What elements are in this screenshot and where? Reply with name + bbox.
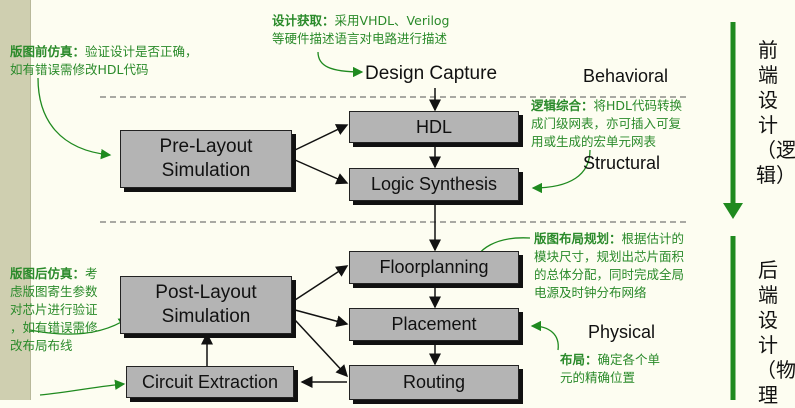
- front-end-design-label: 前端设计（逻辑）: [756, 38, 795, 187]
- design-capture-label: Design Capture: [365, 63, 498, 84]
- post-sim-note-line5: 改布局布线: [10, 338, 73, 353]
- post-sim-note-line2: 虑版图寄生参数: [10, 284, 98, 299]
- floorplan-note-line2: 模块尺寸，规划出芯片面积: [534, 249, 685, 264]
- synthesis-note-line3: 用或生成的宏单元网表: [531, 134, 657, 149]
- design-capture-note-line1: 采用VHDL、Verilog: [334, 13, 450, 28]
- post-sim-note-line4: ，如有错误需修: [10, 320, 98, 335]
- placement-note-line2: 元的精确位置: [560, 370, 636, 385]
- placement-label: Placement: [391, 314, 477, 334]
- pre-sim-note-line1: 验证设计是否正确，: [85, 44, 198, 59]
- floorplan-note-line4: 电源及时钟分布网络: [534, 285, 647, 300]
- post-sim-note-title: 版图后仿真：: [10, 266, 86, 281]
- synthesis-note-line2: 成门级网表，亦可插入可复: [531, 116, 682, 131]
- hdl-box: HDL: [349, 111, 519, 143]
- placement-note-title: 布局：: [560, 352, 598, 367]
- synthesis-note-title: 逻辑综合：: [531, 98, 594, 113]
- floorplan-note: 版图布局规划：根据估计的 模块尺寸，规划出芯片面积 的总体分配，同时完成全局 电…: [534, 230, 684, 302]
- hdl-label: HDL: [415, 116, 452, 137]
- floorplan-note-title: 版图布局规划：: [534, 231, 622, 246]
- logic-synthesis-label: Logic Synthesis: [370, 174, 498, 194]
- placement-note-line1: 确定各个单: [597, 352, 661, 367]
- circuit-extraction-box: Circuit Extraction: [126, 366, 294, 398]
- pre-sim-note: 版图前仿真：验证设计是否正确， 如有错误需修改HDL代码: [10, 43, 198, 79]
- post-layout-simulation-box: Post-Layout Simulation: [120, 276, 292, 334]
- placement-note: 布局：确定各个单 元的精确位置: [560, 351, 660, 387]
- behavioral-label: Behavioral: [583, 66, 669, 86]
- back-end-design-label: 后端设计（物理: [756, 258, 795, 407]
- logic-synthesis-box: Logic Synthesis: [349, 168, 519, 201]
- synthesis-note-line1: 将HDL代码转换: [593, 98, 683, 113]
- physical-label: Physical: [588, 322, 656, 342]
- left-margin-bar: [0, 0, 31, 400]
- post-sim-note: 版图后仿真：考 虑版图寄生参数 对芯片进行验证 ，如有错误需修 改布局布线: [10, 265, 98, 355]
- pre-layout-simulation-box: Pre-Layout Simulation: [120, 130, 292, 188]
- pre-sim-note-line2: 如有错误需修改HDL代码: [10, 62, 149, 77]
- post-layout-simulation-label: Post-Layout Simulation: [155, 282, 257, 327]
- floorplan-note-line3: 的总体分配，同时完成全局: [534, 267, 685, 282]
- placement-box: Placement: [349, 308, 519, 341]
- routing-label: Routing: [402, 372, 466, 392]
- floorplanning-label: Floorplanning: [379, 257, 489, 277]
- routing-box: Routing: [349, 365, 519, 400]
- pre-sim-note-title: 版图前仿真：: [10, 44, 86, 59]
- design-capture-note-line2: 等硬件描述语言对电路进行描述: [272, 31, 448, 46]
- floorplan-note-line1: 根据估计的: [621, 231, 685, 246]
- design-capture-note-title: 设计获取：: [272, 13, 335, 28]
- post-sim-note-line1: 考: [85, 266, 98, 281]
- synthesis-note: 逻辑综合：将HDL代码转换 成门级网表，亦可插入可复 用或生成的宏单元网表: [531, 97, 682, 151]
- structural-label: Structural: [583, 153, 661, 173]
- circuit-extraction-label: Circuit Extraction: [141, 371, 279, 392]
- design-capture-note: 设计获取：采用VHDL、Verilog 等硬件描述语言对电路进行描述: [272, 12, 450, 48]
- pre-layout-simulation-label: Pre-Layout Simulation: [159, 136, 253, 181]
- post-sim-note-line3: 对芯片进行验证: [10, 302, 98, 317]
- floorplanning-box: Floorplanning: [349, 251, 519, 284]
